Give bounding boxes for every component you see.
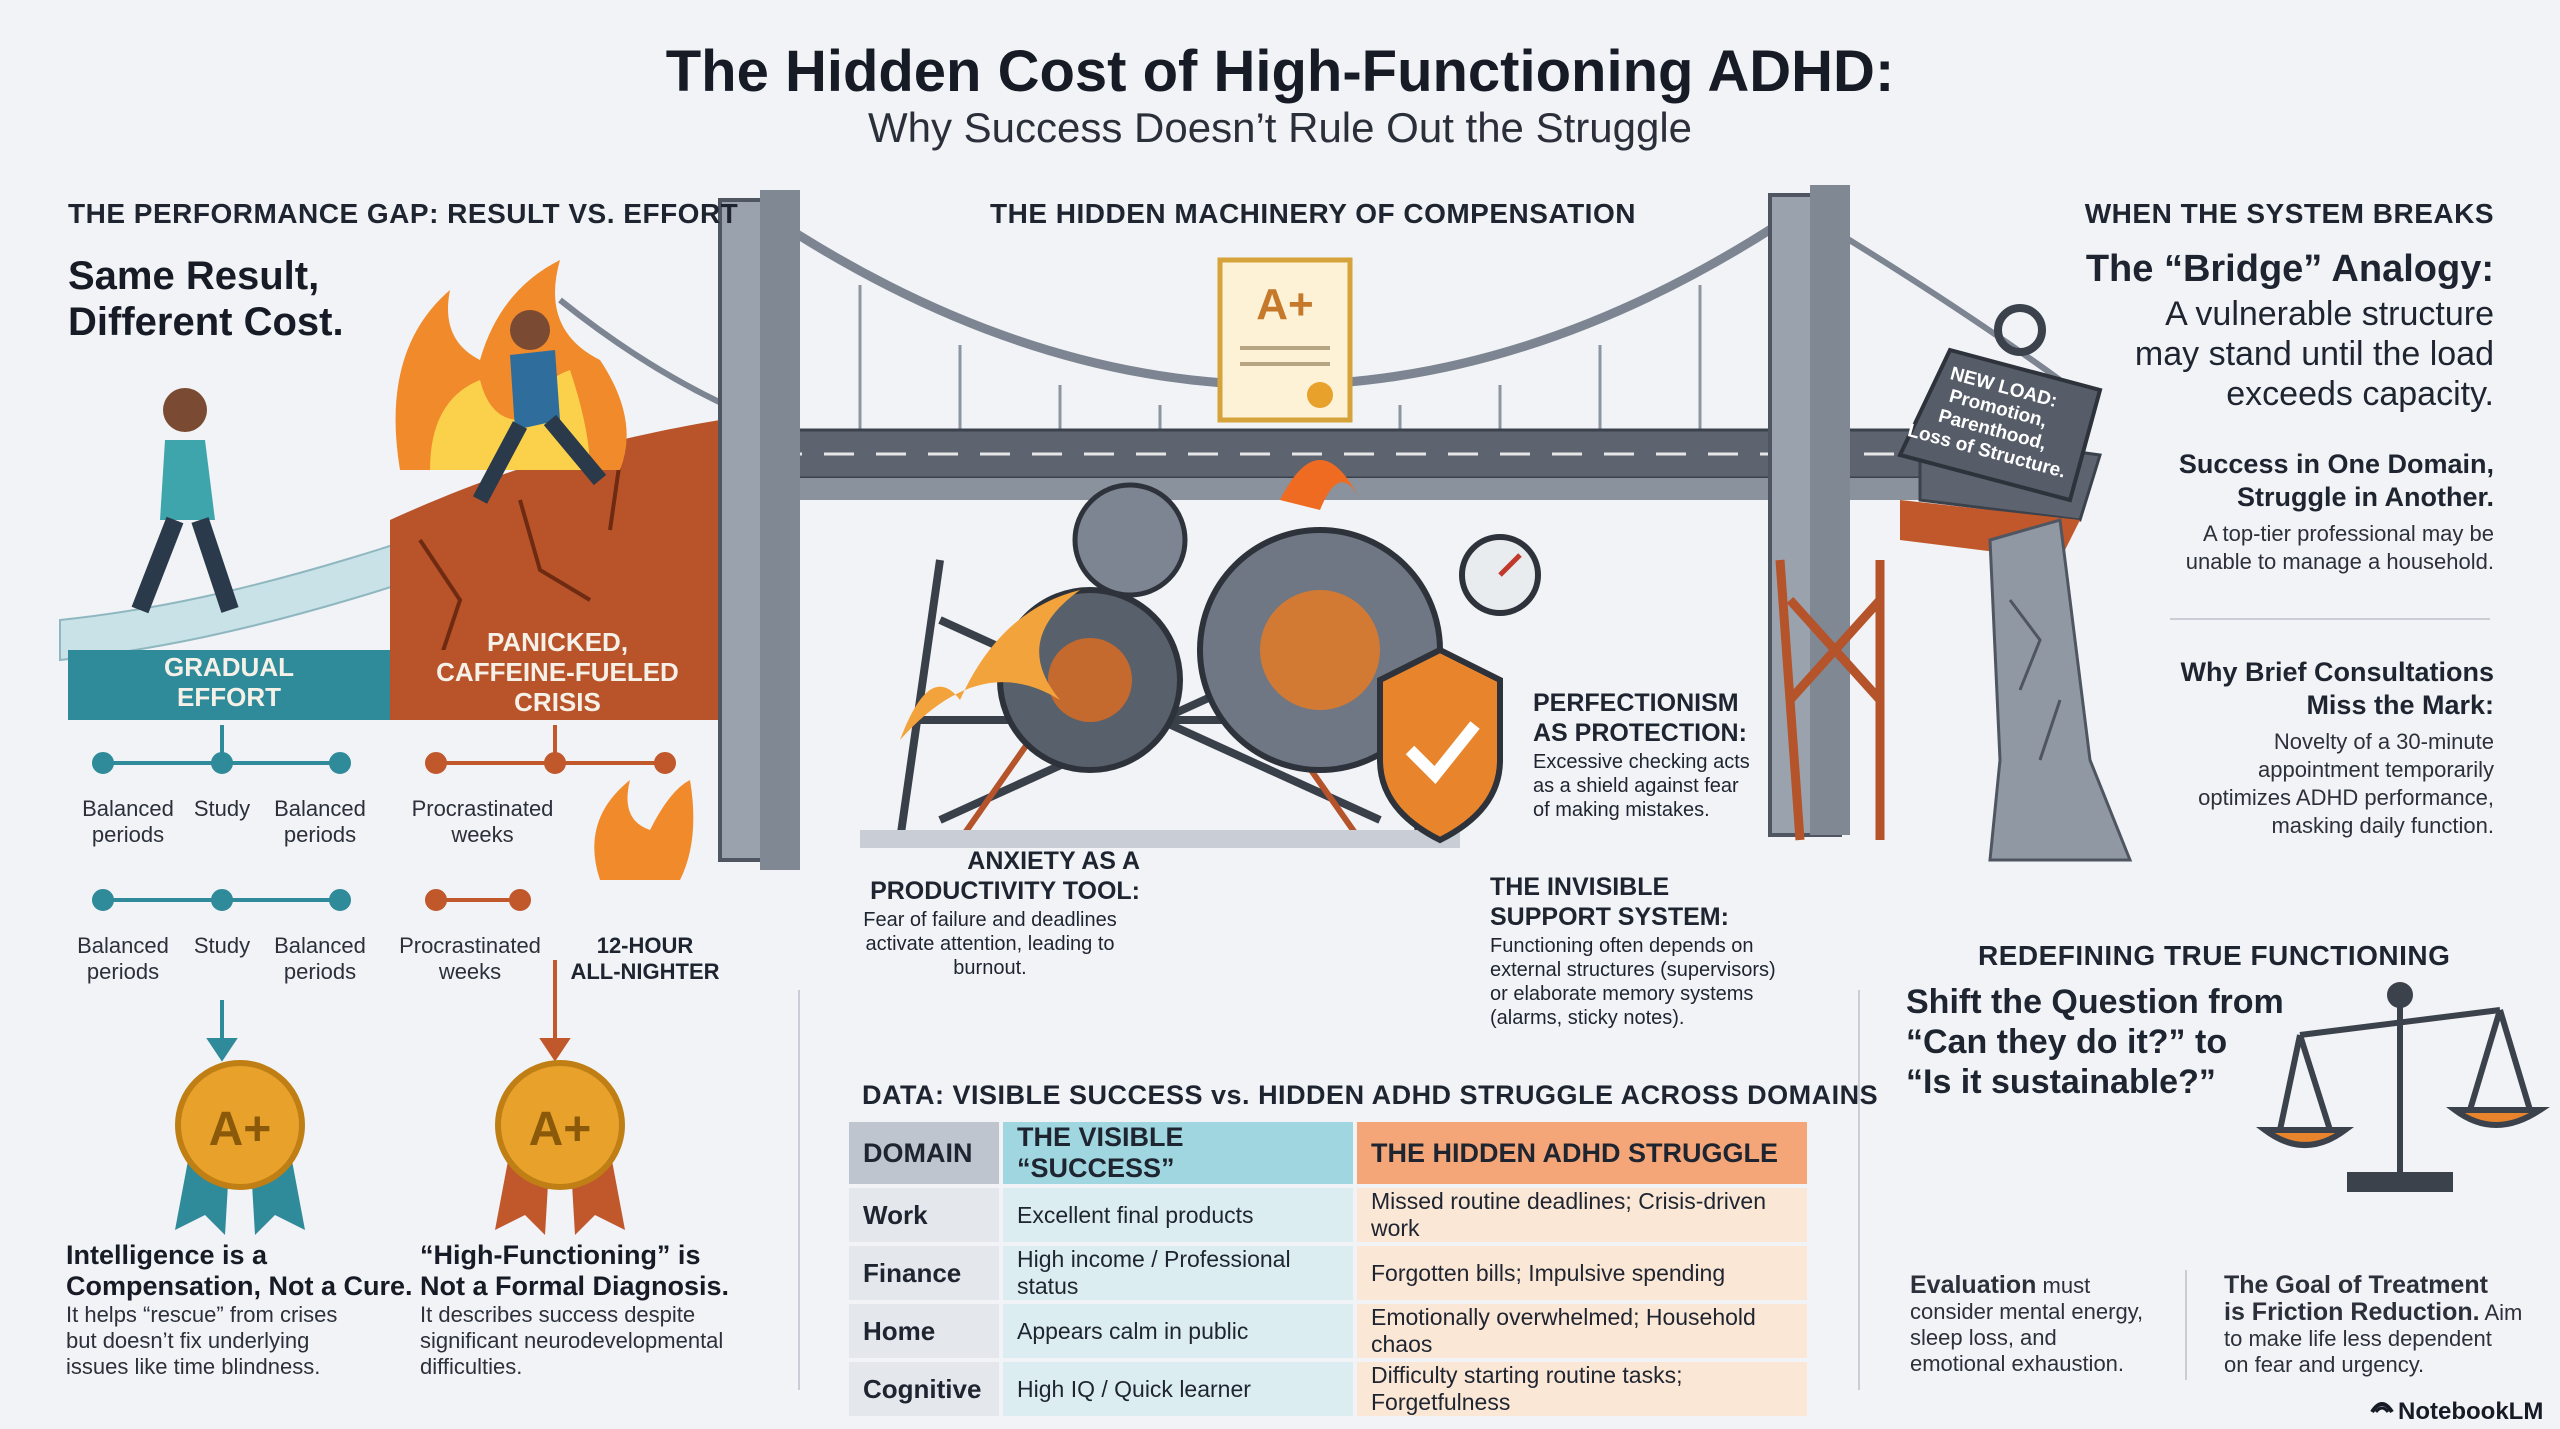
gradual-effort-label: GRADUAL EFFORT [164, 652, 294, 712]
crisis-band [390, 650, 725, 720]
cracked-path [390, 420, 720, 720]
row2-procrastinated: Procrastinated weeks [399, 933, 541, 984]
redefining-title: REDEFINING TRUE FUNCTIONING [1978, 940, 2451, 971]
table-cell: High IQ / Quick learner [1003, 1362, 1353, 1416]
anxiety-body: Fear of failure and deadlines activate a… [863, 909, 1117, 979]
different-cost-headline: Different Cost. [68, 300, 344, 344]
walking-person-icon [131, 388, 239, 614]
table-cell: Finance [849, 1246, 999, 1300]
center-divider [798, 990, 800, 1390]
notebooklm-logo-icon [2370, 1402, 2394, 1414]
intelligence-note-title: Intelligence is a Compensation, Not a Cu… [66, 1240, 413, 1301]
row2-balanced-b: Balanced periods [274, 933, 366, 984]
medal-gradual-icon [175, 1060, 305, 1235]
notebooklm-brand: NotebookLM [2398, 1398, 2544, 1425]
table-cell: Appears calm in public [1003, 1304, 1353, 1358]
table-cell: Difficulty starting routine tasks; Forge… [1357, 1362, 1807, 1416]
table-cell: Work [849, 1188, 999, 1242]
row2-balanced-a: Balanced periods [77, 933, 169, 984]
row1-study: Study [193, 796, 251, 821]
right-divider [1858, 990, 1860, 1390]
new-load-weight-icon [1897, 304, 2103, 503]
right-tower [1768, 185, 1850, 837]
diagnosis-note-title: “High-Functioning” is Not a Formal Diagn… [420, 1240, 730, 1301]
support-system-body: Functioning often depends on external st… [1490, 935, 1776, 1029]
consultations-body: Novelty of a 30-minute appointment tempo… [2198, 729, 2494, 838]
page-subtitle: Why Success Doesn’t Rule Out the Struggl… [867, 104, 1693, 151]
shift-question-text: Shift the Question from “Can they do it?… [1906, 983, 2284, 1101]
perfectionism-title: PERFECTIONISM AS PROTECTION: [1533, 689, 1747, 747]
perfectionism-body: Excessive checking acts as a shield agai… [1533, 751, 1750, 821]
medal-crisis-icon [495, 1060, 625, 1235]
same-result-headline: Same Result, [68, 254, 320, 298]
left-tower [718, 190, 800, 870]
right-rule-1 [2170, 618, 2490, 620]
table-cell: Forgotten bills; Impulsive spending [1357, 1246, 1807, 1300]
table-cell: Home [849, 1304, 999, 1358]
row2-study: Study [193, 933, 251, 958]
intelligence-note-body: It helps “rescue” from crises but doesn’… [66, 1302, 338, 1379]
medal-gradual-grade: A+ [208, 1103, 272, 1156]
goal-rest: Aim to make life less dependent on fear … [2224, 1300, 2523, 1377]
evaluation-bold: Evaluation [1910, 1271, 2037, 1299]
running-person-icon [472, 310, 607, 504]
timeline-balanced-1 [92, 725, 351, 1062]
row1-balanced-a: Balanced periods [82, 796, 174, 847]
domain-struggle-body: A top-tier professional may be unable to… [2185, 521, 2494, 574]
table-header-row: DOMAIN THE VISIBLE “SUCCESS” THE HIDDEN … [849, 1122, 1807, 1184]
anxiety-title: ANXIETY AS A PRODUCTIVITY TOOL: [870, 847, 1140, 905]
balance-scale-icon [2255, 982, 2550, 1192]
all-nighter-label: 12-HOUR ALL-NIGHTER [570, 933, 720, 984]
table-row: Work Excellent final products Missed rou… [849, 1188, 1807, 1242]
table-cell: Excellent final products [1003, 1188, 1353, 1242]
a-plus-certificate [1217, 257, 1353, 423]
table-title: DATA: VISIBLE SUCCESS vs. HIDDEN ADHD ST… [862, 1080, 1879, 1110]
domain-struggle-title: Success in One Domain, Struggle in Anoth… [2178, 449, 2494, 512]
bridge-analogy-title: The “Bridge” Analogy: [2085, 248, 2494, 290]
consultations-title: Why Brief Consultations Miss the Mark: [2180, 657, 2494, 720]
all-nighter-flame-icon [594, 780, 694, 880]
bridge-analogy-body: A vulnerable structure may stand until t… [2134, 295, 2494, 413]
row1-procrastinated: Procrastinated weeks [411, 796, 554, 847]
row1-balanced-b: Balanced periods [274, 796, 366, 847]
medal-crisis-grade: A+ [528, 1103, 592, 1156]
support-system-title: THE INVISIBLE SUPPORT SYSTEM: [1490, 873, 1729, 931]
timeline-crisis [425, 725, 676, 1062]
table-cell: High income / Professional status [1003, 1246, 1353, 1300]
diagnosis-note-body: It describes success despite significant… [420, 1302, 724, 1379]
gradual-band [68, 650, 390, 720]
goal-note: The Goal of Treatment is Friction Reduct… [2224, 1272, 2522, 1378]
domains-table: DOMAIN THE VISIBLE “SUCCESS” THE HIDDEN … [845, 1118, 1811, 1420]
header-domain: DOMAIN [849, 1122, 999, 1184]
table-row: Cognitive High IQ / Quick learner Diffic… [849, 1362, 1807, 1416]
crisis-label: PANICKED, CAFFEINE-FUELED CRISIS [436, 627, 679, 717]
shield-check-icon [1377, 646, 1503, 844]
header-hidden: THE HIDDEN ADHD STRUGGLE [1357, 1122, 1807, 1184]
performance-gap-title: THE PERFORMANCE GAP: RESULT VS. EFFORT [68, 198, 739, 229]
page-title: The Hidden Cost of High-Functioning ADHD… [665, 39, 1895, 104]
evaluation-note: Evaluation must consider mental energy, … [1910, 1272, 2143, 1377]
machinery-title: THE HIDDEN MACHINERY OF COMPENSATION [990, 198, 1636, 229]
goal-bold: The Goal of Treatment is Friction Reduct… [2224, 1271, 2488, 1326]
table-cell: Missed routine deadlines; Crisis-driven … [1357, 1188, 1807, 1242]
table-row: Home Appears calm in public Emotionally … [849, 1304, 1807, 1358]
evaluation-rest: must consider mental energy, sleep loss,… [1910, 1273, 2144, 1376]
header-visible: THE VISIBLE “SUCCESS” [1003, 1122, 1353, 1184]
bottom-right-divider [2185, 1270, 2187, 1380]
crumbling-pillar [1988, 518, 2133, 862]
machine-flames [900, 590, 1080, 740]
table-row: Finance High income / Professional statu… [849, 1246, 1807, 1300]
table-cell: Cognitive [849, 1362, 999, 1416]
system-breaks-title: WHEN THE SYSTEM BREAKS [2084, 198, 2494, 229]
table-cell: Emotionally overwhelmed; Household chaos [1357, 1304, 1807, 1358]
certificate-grade: A+ [1256, 280, 1314, 329]
